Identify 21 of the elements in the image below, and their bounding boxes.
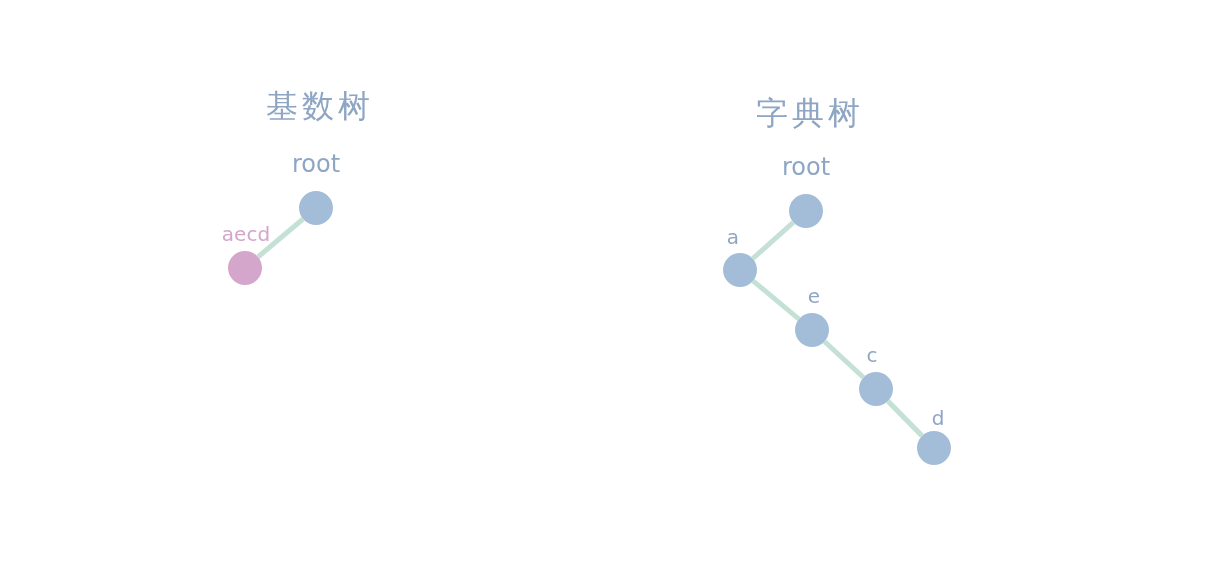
connector-line xyxy=(886,399,924,438)
tree-heading: 基数树 xyxy=(266,86,374,127)
tree-node-circle xyxy=(917,431,951,465)
connector-line xyxy=(751,220,795,261)
node-label: d xyxy=(931,406,945,430)
connector-line xyxy=(751,278,801,322)
node-label: e xyxy=(807,284,821,308)
node-label: a xyxy=(726,225,740,249)
connector-line xyxy=(256,217,305,259)
node-label: aecd xyxy=(221,222,271,246)
tree-node-circle xyxy=(228,251,262,285)
tree-node-circle xyxy=(859,372,893,406)
tree-node-circle xyxy=(789,194,823,228)
tree-heading: 字典树 xyxy=(756,93,864,134)
connector-line xyxy=(822,339,866,380)
tree-node-circle xyxy=(299,191,333,225)
node-label: c xyxy=(866,343,878,367)
node-label: root xyxy=(291,150,341,178)
tree-node-circle xyxy=(795,313,829,347)
node-label: root xyxy=(781,153,831,181)
tree-node-circle xyxy=(723,253,757,287)
